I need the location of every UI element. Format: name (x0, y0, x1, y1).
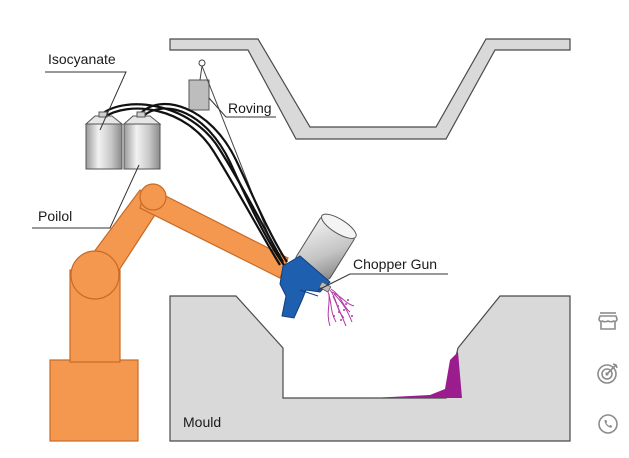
hose-isocyanate-outer (99, 103, 284, 263)
leader-lines (32, 71, 448, 291)
isocyanate-tank (84, 111, 124, 170)
spray-pattern (327, 288, 355, 327)
roving-leader (208, 97, 276, 118)
isocyanate-label: Isocyanate (48, 51, 116, 67)
roving-label: Roving (228, 100, 272, 116)
hose-isocyanate-inner (102, 107, 281, 266)
isocyanate-leader (45, 71, 127, 131)
robot-elbow-joint (139, 183, 167, 211)
mould-label: Mould (183, 414, 221, 430)
storefront-button[interactable] (595, 308, 621, 334)
roving-spool (188, 79, 210, 111)
phone-button[interactable] (595, 411, 621, 437)
upper-mould (169, 38, 571, 140)
spray-droplets (333, 299, 353, 321)
storefront-icon (598, 312, 618, 330)
hose-poilol-inner (142, 107, 285, 266)
poilol-tank (122, 111, 162, 170)
lower-mould (169, 295, 571, 442)
chopper-gun (279, 213, 357, 319)
target-button[interactable] (595, 360, 621, 386)
poilol-leader (32, 164, 140, 229)
hose-poilol-outer (139, 103, 288, 263)
target-icon (597, 363, 618, 384)
poilol-label: Poilol (38, 208, 72, 224)
gun-body (279, 255, 331, 319)
chopper-gun-leader (317, 273, 448, 291)
sprayed-laminate (372, 352, 462, 398)
chopper-gun-label: Chopper Gun (353, 256, 437, 272)
roving-guide (198, 59, 206, 67)
roving-strand-top (199, 65, 203, 81)
phone-icon (598, 414, 618, 434)
robot-shoulder-joint (70, 250, 120, 300)
robot-base (49, 359, 139, 442)
hoses (99, 103, 288, 266)
robot-arm (49, 183, 289, 442)
